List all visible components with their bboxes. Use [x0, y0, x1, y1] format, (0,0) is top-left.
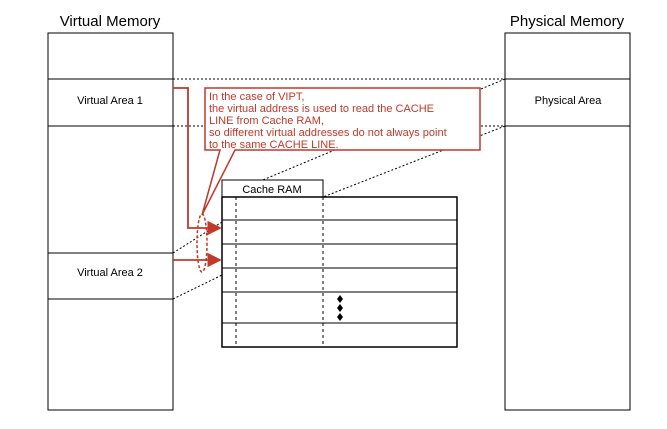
physical-area-label: Physical Area	[535, 95, 603, 107]
callout-box	[201, 87, 481, 216]
callout-line-2: the virtual address is used to read the …	[209, 103, 434, 115]
cache-ram	[221, 179, 458, 348]
callout-line-4: so different virtual addresses do not al…	[209, 127, 447, 139]
physical-memory-column	[504, 32, 631, 411]
ellipsis-dots	[337, 295, 343, 321]
red-arrows	[173, 87, 222, 268]
callout-line-5: to the same CACHE LINE.	[209, 139, 339, 151]
callout-text: In the case of VIPT, the virtual address…	[209, 91, 450, 151]
virtual-area-1-label: Virtual Area 1	[77, 95, 143, 107]
callout-line-3: LINE from Cache RAM,	[209, 115, 324, 127]
callout-line-1: In the case of VIPT,	[209, 91, 304, 103]
cache-ram-label: Cache RAM	[242, 184, 301, 196]
same-line-highlight-ellipse	[196, 213, 208, 273]
virtual-memory-column	[47, 32, 174, 411]
virtual-area-2-label: Virtual Area 2	[77, 267, 143, 279]
physical-memory-title: Physical Memory	[510, 13, 625, 30]
virtual-memory-title: Virtual Memory	[60, 13, 161, 30]
